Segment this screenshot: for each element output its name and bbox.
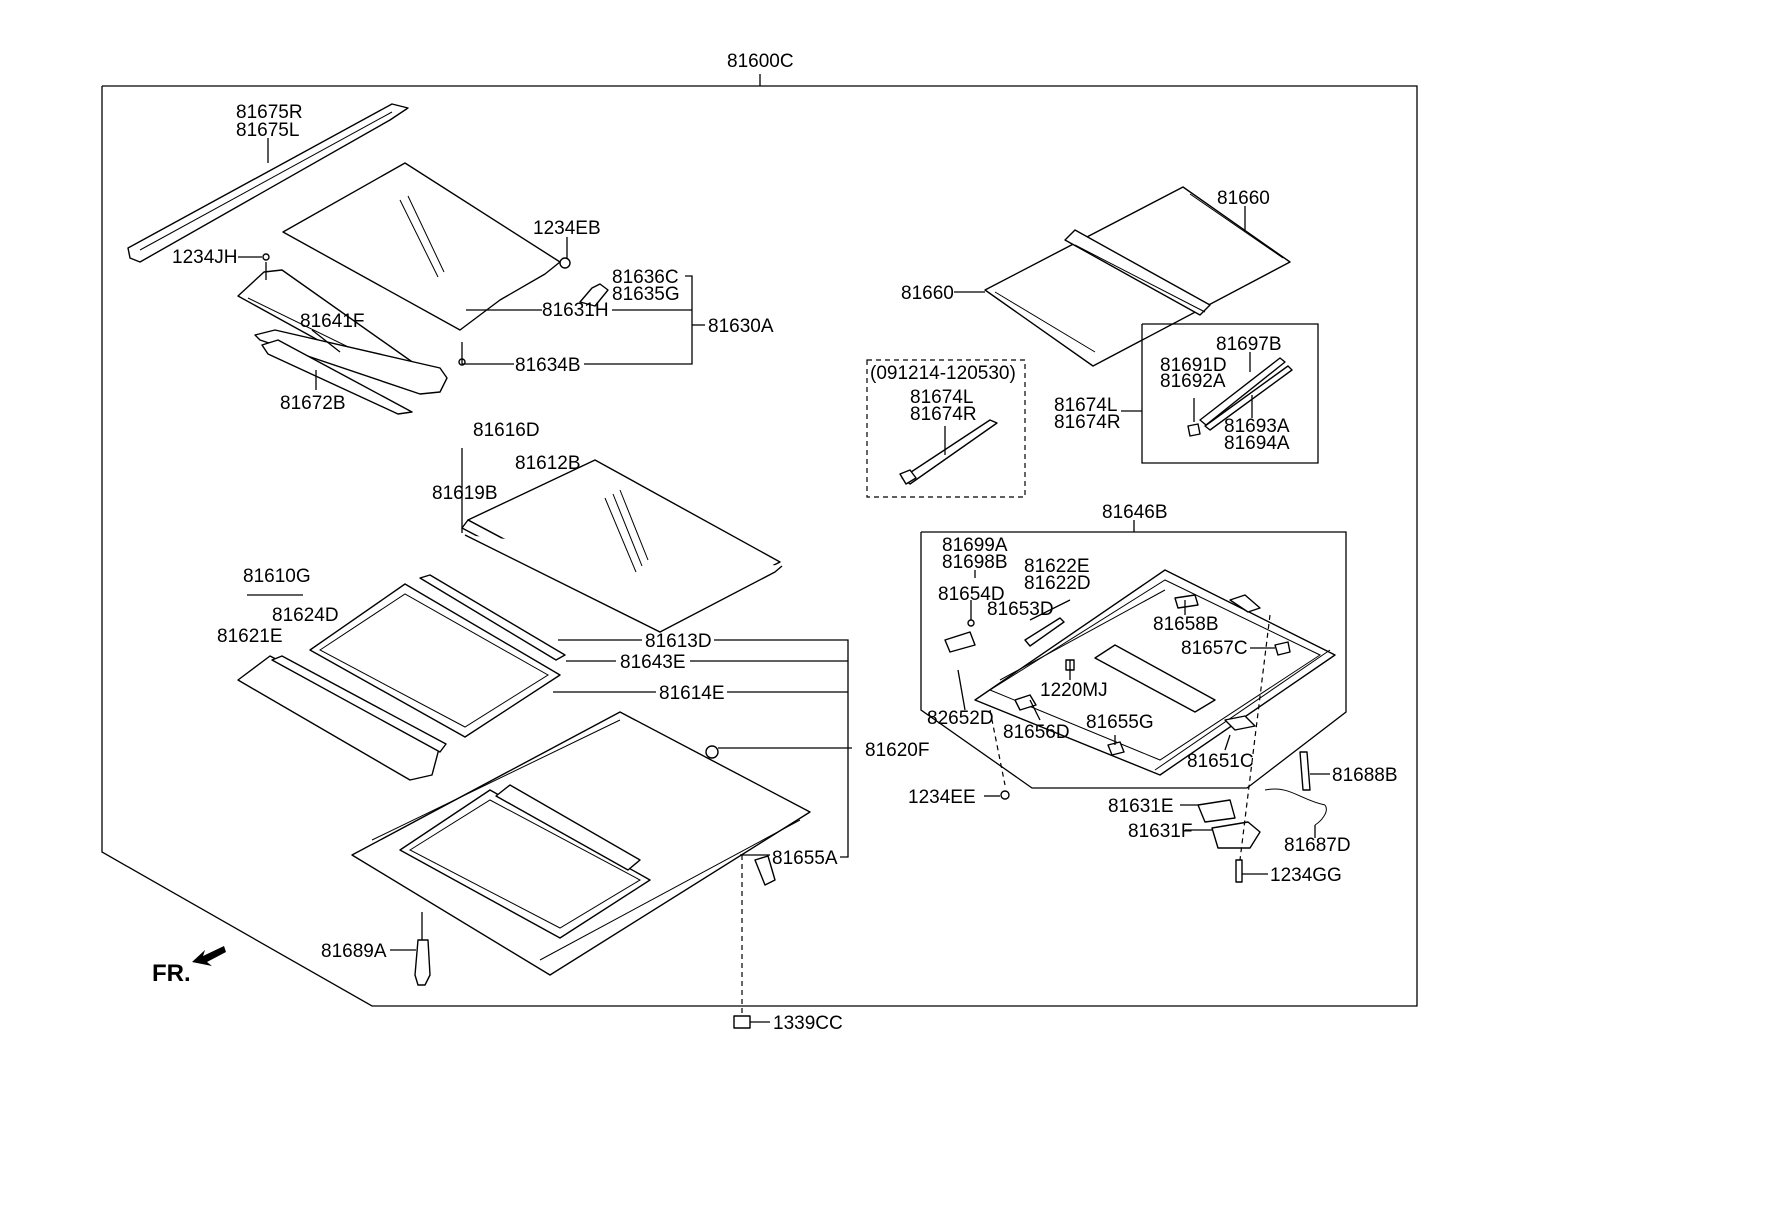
- label-81610G: 81610G: [243, 566, 311, 587]
- label-81697B: 81697B: [1216, 334, 1282, 355]
- label-front-direction: FR.: [152, 960, 191, 987]
- label-81622E: 81622E: [1024, 556, 1090, 577]
- label-81699A: 81699A: [942, 535, 1008, 556]
- label-81614E: 81614E: [659, 683, 725, 704]
- label-81631E: 81631E: [1108, 796, 1174, 817]
- label-81672B: 81672B: [280, 393, 346, 414]
- label-81675L: 81675L: [236, 120, 299, 141]
- label-1220MJ: 1220MJ: [1040, 680, 1108, 701]
- label-81613D: 81613D: [645, 631, 712, 652]
- label-81675R: 81675R: [236, 102, 303, 123]
- label-1234EE: 1234EE: [908, 787, 976, 808]
- label-81674L-box: 81674L: [1054, 395, 1117, 416]
- label-81674R-box: 81674R: [1054, 412, 1121, 433]
- label-81641F: 81641F: [300, 311, 364, 332]
- label-81698B: 81698B: [942, 552, 1008, 573]
- label-81630A: 81630A: [708, 316, 774, 337]
- front-arrow-icon: [192, 946, 226, 966]
- label-81660-top: 81660: [1217, 188, 1270, 209]
- label-1234EB: 1234EB: [533, 218, 601, 239]
- label-81646B: 81646B: [1102, 502, 1168, 523]
- label-81691D: 81691D: [1160, 355, 1227, 376]
- main-frame: [101, 74, 1418, 1007]
- label-81624D: 81624D: [272, 605, 339, 626]
- label-81688B: 81688B: [1332, 765, 1398, 786]
- label-81655G: 81655G: [1086, 712, 1154, 733]
- roof-rail-part: [127, 103, 409, 263]
- label-81621E: 81621E: [217, 626, 283, 647]
- label-81635G: 81635G: [612, 284, 680, 305]
- drain-hose-part: [390, 912, 431, 986]
- label-81657C: 81657C: [1181, 638, 1248, 659]
- label-81631H: 81631H: [542, 300, 609, 321]
- part-labels: 81600C 81675R 81675L 1234EB 1234JH 81636…: [152, 51, 1398, 1034]
- label-date-range: (091214-120530): [870, 363, 1016, 384]
- sunroof-glass-panel-upper: [282, 162, 609, 331]
- motor-assembly: [1180, 614, 1330, 883]
- label-81656D: 81656D: [1003, 722, 1070, 743]
- label-81612B: 81612B: [515, 453, 581, 474]
- label-81651C: 81651C: [1187, 751, 1254, 772]
- nut-1339CC: [733, 855, 770, 1029]
- label-81616D: 81616D: [473, 420, 540, 441]
- label-1234GG: 1234GG: [1270, 865, 1342, 886]
- leaders-upper-left: [238, 237, 705, 390]
- label-81692A: 81692A: [1160, 371, 1226, 392]
- sunshade-part: [954, 186, 1291, 367]
- mechanism-frame-box: [920, 520, 1347, 789]
- label-81658B: 81658B: [1153, 614, 1219, 635]
- label-81620F: 81620F: [865, 740, 929, 761]
- label-81687D: 81687D: [1284, 835, 1351, 856]
- label-81654D: 81654D: [938, 584, 1005, 605]
- label-81653D: 81653D: [987, 599, 1054, 620]
- label-81660-left: 81660: [901, 283, 954, 304]
- glass-frame-seal: [237, 253, 466, 415]
- label-1234JH: 1234JH: [172, 247, 238, 268]
- label-81636C: 81636C: [612, 267, 679, 288]
- label-81655A: 81655A: [772, 848, 838, 869]
- label-1339CC: 1339CC: [773, 1013, 843, 1034]
- glass-frame-middle: [237, 574, 566, 781]
- label-81693A: 81693A: [1224, 416, 1290, 437]
- sunroof-glass-panel-main: [461, 448, 783, 633]
- label-81622D: 81622D: [1024, 573, 1091, 594]
- label-81689A: 81689A: [321, 941, 387, 962]
- label-81643E: 81643E: [620, 652, 686, 673]
- label-81674L-dashed: 81674L: [910, 387, 973, 408]
- label-81619B: 81619B: [432, 483, 498, 504]
- roof-panel: [351, 711, 852, 976]
- label-81694A: 81694A: [1224, 433, 1290, 454]
- sunroof-mechanism: [944, 569, 1336, 776]
- label-81674R-dashed: 81674R: [910, 404, 977, 425]
- label-81631F: 81631F: [1128, 821, 1192, 842]
- label-81634B: 81634B: [515, 355, 581, 376]
- leaders-right-middle: [957, 570, 1275, 800]
- label-82652D: 82652D: [927, 708, 994, 729]
- deflector-seal-box: [1121, 323, 1319, 464]
- label-81600C: 81600C: [727, 51, 794, 72]
- dashed-variant-box: [866, 359, 1026, 498]
